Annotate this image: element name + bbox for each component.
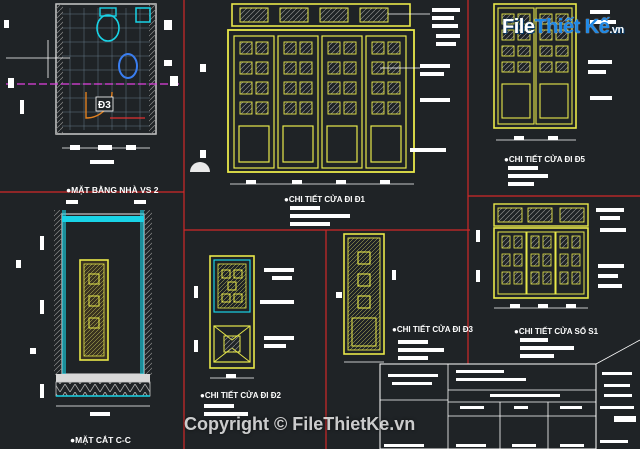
logo-file: File <box>502 16 535 38</box>
section-c-c <box>16 200 152 416</box>
label-cua-d5: ●CHI TIẾT CỬA ĐI Đ5 <box>504 154 586 164</box>
floor-plan-vs2: Đ3 <box>4 3 180 164</box>
door-d2-annotations <box>194 268 294 416</box>
label-cua-s1: ●CHI TIẾT CỬA SỔ S1 <box>514 326 599 336</box>
label-mat-cat: ●MẶT CẮT C-C <box>70 435 131 445</box>
door-d2-elevation <box>209 255 255 369</box>
label-cua-d3: ●CHI TIẾT CỬA ĐI Đ3 <box>392 324 474 334</box>
door-d1-elevation <box>227 3 415 173</box>
logo-thietke: Thiết Kế <box>534 16 610 38</box>
window-s1-annotations <box>476 208 626 358</box>
door-d3-annotations <box>336 270 444 363</box>
filethietke-logo: FileThiết Kế.vn <box>502 16 624 39</box>
label-cua-d1: ●CHI TIẾT CỬA ĐI Đ1 <box>284 194 366 204</box>
door-d3-elevation <box>343 233 385 355</box>
door-d1-annotations <box>190 8 460 226</box>
door-d5-annotations <box>496 10 616 186</box>
door-d5-elevation <box>493 3 577 129</box>
logo-domain: .vn <box>609 24 624 36</box>
door-tag-d3: Đ3 <box>98 100 111 111</box>
label-cua-d2: ●CHI TIẾT CỬA ĐI Đ2 <box>200 390 282 400</box>
title-block <box>379 339 640 449</box>
label-mat-bang: ●MẶT BẰNG NHÀ VS 2 <box>66 185 159 195</box>
copyright-watermark: Copyright © FileThietKe.vn <box>184 414 416 434</box>
window-s1-elevation <box>493 203 589 299</box>
